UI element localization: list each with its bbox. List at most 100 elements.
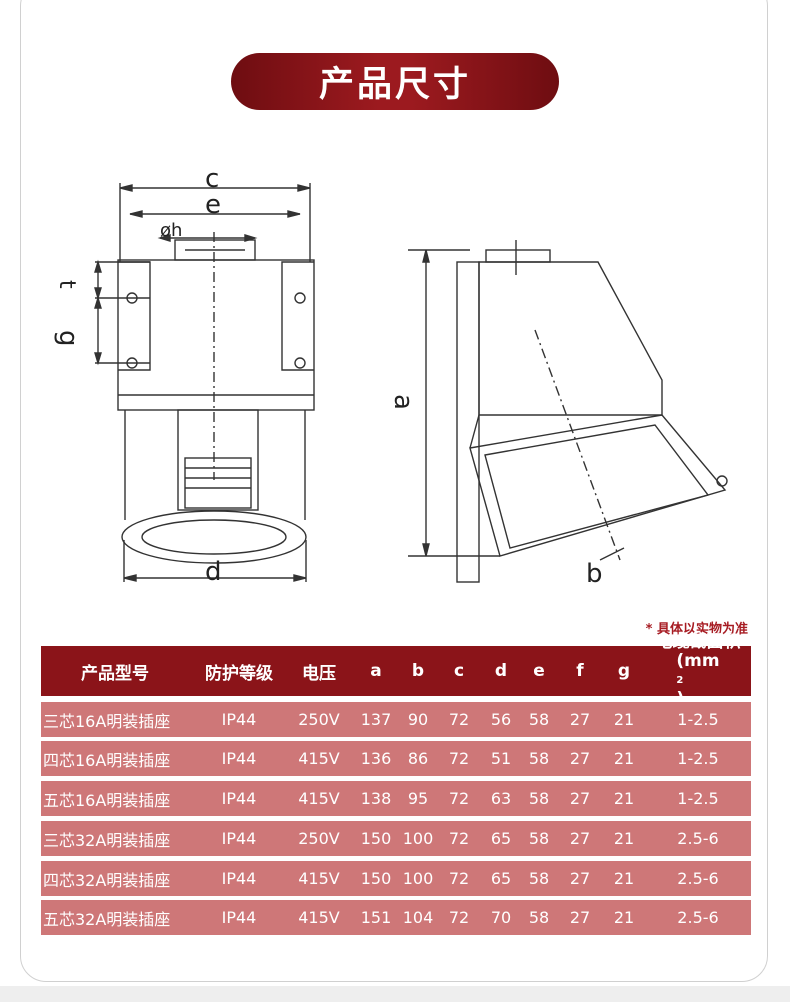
table-cell: 四芯16A明装插座 xyxy=(43,750,171,770)
header-b: b xyxy=(411,661,425,681)
table-cell: 58 xyxy=(528,749,550,768)
dim-label-b: b xyxy=(586,559,603,589)
table-cell: 72 xyxy=(448,789,470,808)
table-cell: 21 xyxy=(613,749,635,768)
table-cell: 21 xyxy=(613,789,635,808)
table-cell: 100 xyxy=(402,829,434,848)
table-cell: IP44 xyxy=(221,829,257,848)
table-cell: IP44 xyxy=(221,908,257,927)
table-cell: 27 xyxy=(569,829,591,848)
table-cell: 58 xyxy=(528,829,550,848)
header-e: e xyxy=(533,661,545,681)
table-cell: 58 xyxy=(528,789,550,808)
table-cell: 95 xyxy=(407,789,429,808)
table-cell: IP44 xyxy=(221,710,257,729)
table-cell: 63 xyxy=(490,789,512,808)
table-cell: 四芯32A明装插座 xyxy=(43,870,171,890)
page-bottom-band xyxy=(0,986,790,1002)
header-voltage: 电压 xyxy=(302,663,336,684)
table-cell: 150 xyxy=(360,829,392,848)
table-cell: 72 xyxy=(448,908,470,927)
dim-label-c: c xyxy=(205,164,219,194)
table-cell: 415V xyxy=(298,869,340,888)
table-cell: 250V xyxy=(298,710,340,729)
disclaimer-note: * 具体以实物为准 xyxy=(645,622,748,637)
table-cell: 151 xyxy=(360,908,392,927)
header-model: 产品型号 xyxy=(81,663,149,684)
header-protection: 防护等级 xyxy=(205,663,273,684)
header-cable-unit-sup: 2 xyxy=(676,675,684,686)
header-cable-unit: (mm xyxy=(676,651,720,671)
header-a: a xyxy=(370,661,382,681)
content-card xyxy=(20,0,768,982)
table-cell: 70 xyxy=(490,908,512,927)
table-row: 三芯32A明装插座 IP44 250V 150 100 72 65 58 27 21 2.5-6 xyxy=(41,821,751,856)
table-cell: 136 xyxy=(360,749,392,768)
table-cell: 72 xyxy=(448,749,470,768)
header-cable-section: 电缆截面积 (mm 2) xyxy=(645,633,751,709)
section-title: 产品尺寸 xyxy=(231,53,559,110)
table-cell: 72 xyxy=(448,869,470,888)
dim-label-d: d xyxy=(205,557,222,587)
header-cable-unit-close: ) xyxy=(676,689,685,709)
table-cell: 72 xyxy=(448,829,470,848)
table-cell: 五芯32A明装插座 xyxy=(43,909,171,929)
table-cell: 58 xyxy=(528,908,550,927)
table-cell: 65 xyxy=(490,829,512,848)
header-cable-section-line2: (mm 2) xyxy=(676,652,719,709)
table-cell: 27 xyxy=(569,869,591,888)
table-cell: 21 xyxy=(613,869,635,888)
front-view xyxy=(94,183,315,582)
table-cell: IP44 xyxy=(221,789,257,808)
dim-label-a: a xyxy=(388,394,418,410)
header-cable-section-line1: 电缆截面积 xyxy=(655,632,741,652)
table-cell: 51 xyxy=(490,749,512,768)
table-cell: 150 xyxy=(360,869,392,888)
table-cell: 五芯16A明装插座 xyxy=(43,790,171,810)
table-cell: 21 xyxy=(613,710,635,729)
header-g: g xyxy=(617,661,631,681)
dim-label-e: e xyxy=(205,190,221,220)
table-cell: 21 xyxy=(613,829,635,848)
table-cell: 56 xyxy=(490,710,512,729)
header-c: c xyxy=(453,661,465,681)
table-cell: 415V xyxy=(298,749,340,768)
table-cell: 65 xyxy=(490,869,512,888)
dimension-drawing: c e øh t g d a b xyxy=(53,164,728,589)
table-cell: 100 xyxy=(402,869,434,888)
table-cell: 137 xyxy=(360,710,392,729)
dim-label-t: t xyxy=(54,280,79,289)
table-cell: 86 xyxy=(407,749,429,768)
dim-label-h: øh xyxy=(160,220,182,241)
side-view xyxy=(408,240,728,583)
table-cell: 415V xyxy=(298,908,340,927)
spec-table-header: 产品型号 防护等级 电压 a b c d e f g 电缆截面积 (mm 2) xyxy=(41,633,751,709)
table-cell: 27 xyxy=(569,710,591,729)
header-f: f xyxy=(576,661,584,681)
table-cell: 90 xyxy=(407,710,429,729)
table-cell: 415V xyxy=(298,789,340,808)
table-cell: 1-2.5 xyxy=(677,789,719,808)
dim-label-g: g xyxy=(53,330,83,347)
table-cell: 1-2.5 xyxy=(677,710,719,729)
table-cell: 2.5-6 xyxy=(677,869,719,888)
table-cell: 250V xyxy=(298,829,340,848)
table-cell: 27 xyxy=(569,908,591,927)
table-cell: IP44 xyxy=(221,869,257,888)
header-d: d xyxy=(494,661,508,681)
table-cell: 58 xyxy=(528,710,550,729)
table-cell: 2.5-6 xyxy=(677,908,719,927)
table-cell: 58 xyxy=(528,869,550,888)
table-cell: 104 xyxy=(402,908,434,927)
table-cell: 27 xyxy=(569,749,591,768)
table-cell: 72 xyxy=(448,710,470,729)
table-cell: 三芯16A明装插座 xyxy=(43,711,171,731)
table-row: 三芯16A明装插座 IP44 250V 137 90 72 56 58 27 21 1-2.5 xyxy=(41,702,751,737)
table-cell: 1-2.5 xyxy=(677,749,719,768)
table-cell: 三芯32A明装插座 xyxy=(43,830,171,850)
table-row: 四芯32A明装插座 IP44 415V 150 100 72 65 58 27 21 2.5-6 xyxy=(41,861,751,896)
table-cell: 2.5-6 xyxy=(677,829,719,848)
